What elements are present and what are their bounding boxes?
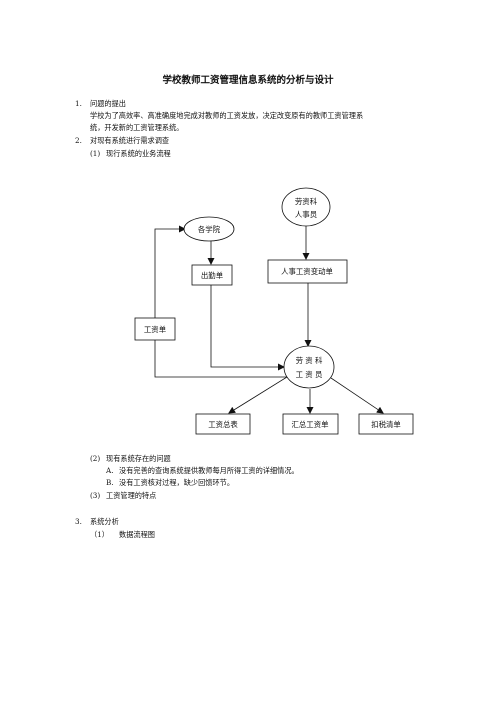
node-deduction-label: 扣税清单 (371, 420, 401, 429)
section-2-sub2-number: (2) (90, 454, 101, 463)
node-payroll-sheet-label: 工资单 (144, 325, 166, 334)
node-summary-label: 工资总表 (208, 420, 238, 429)
section-1-paragraph-line2: 统，开发新的工资管理系统。 (90, 123, 184, 132)
item-a-number: A. (106, 466, 114, 475)
node-summary (195, 413, 251, 435)
node-hr-change-label: 人事工资变动单 (281, 267, 333, 276)
node-attendance-label: 出勤单 (201, 271, 223, 280)
item-b-number: B. (106, 478, 114, 487)
section-2-sub3-number: (3) (90, 491, 101, 500)
section-1-number: 1. (75, 99, 82, 108)
section-3-sub1-number: （1） (90, 530, 109, 539)
arrow-clerk-to-summary (228, 376, 288, 414)
flowchart-connectors (154, 225, 384, 414)
section-2-sub2-text: 现有系统存在的问题 (106, 454, 171, 463)
section-2-number: 2. (75, 136, 82, 145)
node-hr-change (267, 259, 348, 284)
node-payroll-sheet (134, 317, 176, 341)
section-3-number: 3. (75, 517, 82, 526)
node-colleges-label: 各学院 (198, 225, 221, 234)
node-clerk-line1: 劳 资 科 (296, 356, 323, 365)
arrow-attendance-to-clerk (210, 285, 285, 371)
node-deduction (358, 413, 414, 435)
node-colleges (183, 216, 235, 242)
section-3-sub1-text: 数据流程图 (119, 530, 155, 539)
node-labor-hr-line2: 人事员 (295, 210, 317, 219)
section-1-heading: 问题的提出 (90, 99, 126, 108)
section-3-heading: 系统分析 (90, 517, 119, 526)
arrow-clerk-to-colleges-loop (154, 225, 290, 378)
item-a-text: 没有完善的查询系统提供教师每月所得工资的详细情况。 (119, 466, 299, 475)
item-b-text: 没有工资核对过程，缺少回馈环节。 (119, 478, 235, 487)
node-total-sheet (282, 413, 339, 435)
section-2-sub1-number: (1) (90, 149, 101, 158)
section-1-paragraph-line1: 学校为了高效率、高准确度地完成对教师的工资发放，决定改变原有的教师工资管理系 (90, 111, 364, 120)
node-clerk (283, 345, 335, 389)
node-clerk-line2: 工 资 员 (296, 370, 323, 379)
arrow-clerk-to-deduction (330, 377, 384, 414)
node-labor-hr-line1: 劳资科 (295, 197, 318, 206)
node-labor-hr (281, 187, 331, 227)
section-2-sub1-text: 现行系统的业务流程 (106, 149, 171, 158)
node-attendance (191, 264, 233, 286)
node-total-sheet-label: 汇总工资单 (292, 420, 329, 429)
section-2-sub3-text: 工资管理的特点 (106, 491, 157, 500)
page-title: 学校教师工资管理信息系统的分析与设计 (162, 75, 334, 86)
section-2-heading: 对现有系统进行需求调查 (90, 136, 170, 145)
